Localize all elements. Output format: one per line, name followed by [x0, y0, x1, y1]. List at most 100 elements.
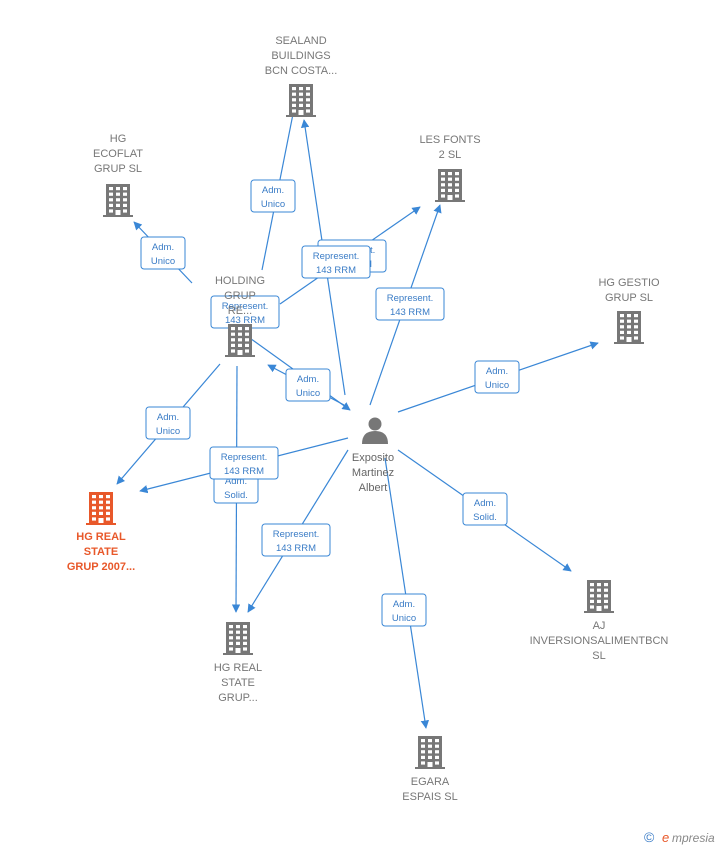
edge-label-text: Represent.: [313, 251, 359, 262]
company-name-line[interactable]: HG REAL: [214, 662, 262, 674]
building-window: [231, 327, 235, 331]
company-name-line[interactable]: HG: [110, 133, 127, 145]
building-window: [92, 517, 96, 521]
footer-brand: © e mpresia: [638, 828, 728, 850]
edge-label[interactable]: Adm.Unico: [474, 360, 520, 394]
building-window: [299, 103, 303, 107]
building-window: [435, 761, 439, 765]
company-name-line[interactable]: LES FONTS: [419, 134, 480, 146]
company-name-line[interactable]: SL: [592, 650, 605, 662]
company-node[interactable]: HOLDING GRUP RE...: [215, 275, 265, 357]
building-icon[interactable]: [614, 311, 644, 344]
building-icon[interactable]: [584, 580, 614, 613]
edge-label-text: 143 RRM: [224, 466, 264, 477]
building-door: [98, 518, 104, 524]
company-name-line[interactable]: GRUP: [224, 290, 256, 302]
person-name-line[interactable]: Exposito: [352, 452, 394, 464]
building-window: [299, 98, 303, 102]
building-window: [229, 630, 233, 634]
company-name-line[interactable]: GRUP...: [218, 692, 258, 704]
building-window: [109, 203, 113, 207]
company-name-line[interactable]: STATE: [84, 546, 118, 558]
edge-label[interactable]: Adm.Unico: [285, 368, 331, 402]
building-window: [292, 98, 296, 102]
building-icon[interactable]: [415, 736, 445, 769]
building-icon[interactable]: [86, 492, 116, 525]
company-name-line[interactable]: GRUP SL: [94, 163, 142, 175]
building-window: [634, 336, 638, 340]
edge-label[interactable]: Represent.143 RRM: [261, 523, 331, 557]
company-name-line[interactable]: BUILDINGS: [271, 50, 330, 62]
company-node[interactable]: LES FONTS 2 SL: [419, 134, 481, 202]
company-node[interactable]: SEALAND BUILDINGS BCN COSTA...: [265, 35, 338, 117]
company-name-line[interactable]: STATE: [221, 677, 255, 689]
brand-name: mpresia: [672, 831, 715, 845]
building-window: [627, 319, 631, 323]
person-name-line[interactable]: Albert: [359, 482, 388, 494]
building-base: [435, 200, 465, 202]
edge-label[interactable]: Adm. Solid.: [462, 492, 508, 526]
building-window: [421, 755, 425, 759]
building-base: [614, 342, 644, 344]
company-name-line[interactable]: ESPAIS SL: [402, 791, 457, 803]
building-window: [604, 605, 608, 609]
person-name-line[interactable]: Martinez: [352, 467, 394, 479]
building-window: [106, 495, 110, 499]
edge-label[interactable]: Represent.143 RRM: [301, 245, 371, 279]
edge-label[interactable]: Adm.Unico: [381, 593, 427, 627]
company-name-line[interactable]: INVERSIONSALIMENTBCN: [530, 635, 669, 647]
company-name-line[interactable]: GRUP 2007...: [67, 561, 135, 573]
company-node[interactable]: HG ECOFLAT GRUP SL: [93, 133, 143, 217]
company-node[interactable]: EGARA ESPAIS SL: [402, 736, 458, 803]
company-name-line[interactable]: HOLDING: [215, 275, 265, 287]
edge-label-text: Unico: [296, 388, 320, 399]
building-window: [421, 744, 425, 748]
building-window: [106, 517, 110, 521]
company-name-line[interactable]: RE...: [228, 305, 252, 317]
building-window: [245, 332, 249, 336]
company-node[interactable]: HG REAL STATE GRUP...: [214, 622, 262, 704]
building-window: [92, 506, 96, 510]
building-icon[interactable]: [223, 622, 253, 655]
building-window: [236, 641, 240, 645]
edge-label[interactable]: Adm.Unico: [140, 236, 186, 270]
company-name-line[interactable]: AJ: [593, 620, 606, 632]
edge-label-text: Represent.: [222, 301, 268, 312]
company-name-line[interactable]: HG REAL: [76, 531, 126, 543]
company-name-line[interactable]: HG GESTIO: [598, 277, 660, 289]
company-name-line[interactable]: SEALAND: [275, 35, 326, 47]
edge-label-text: Adm.: [486, 366, 508, 377]
edge-label[interactable]: Adm.Unico: [250, 179, 296, 213]
company-name-line[interactable]: EGARA: [411, 776, 450, 788]
edge-label-text: Solid.: [473, 512, 497, 523]
company-node[interactable]: HG GESTIO GRUP SL: [598, 277, 660, 344]
building-icon[interactable]: [435, 169, 465, 202]
edge-label-box: [381, 593, 427, 627]
company-name-line[interactable]: BCN COSTA...: [265, 65, 338, 77]
building-window: [590, 583, 594, 587]
building-window: [604, 594, 608, 598]
company-node[interactable]: AJ INVERSIONSALIMENTBCN SL: [530, 580, 669, 662]
edge-label-text: Adm.: [474, 498, 496, 509]
company-name-line[interactable]: ECOFLAT: [93, 148, 143, 160]
building-window: [106, 500, 110, 504]
building-door: [235, 648, 241, 654]
company-node[interactable]: HG REAL STATE GRUP 2007...: [67, 492, 135, 573]
building-window: [106, 511, 110, 515]
edge-label[interactable]: Adm.Unico: [145, 406, 191, 440]
building-icon[interactable]: [286, 84, 316, 117]
building-window: [455, 177, 459, 181]
building-window: [231, 338, 235, 342]
building-window: [92, 511, 96, 515]
building-window: [441, 194, 445, 198]
building-icon[interactable]: [225, 324, 255, 357]
relation-edge: [384, 457, 430, 729]
building-window: [306, 98, 310, 102]
building-icon[interactable]: [103, 184, 133, 217]
company-name-line[interactable]: 2 SL: [439, 149, 462, 161]
company-name-line[interactable]: GRUP SL: [605, 292, 653, 304]
edge-label[interactable]: Represent.143 RRM: [375, 287, 445, 321]
edge-label[interactable]: Represent.143 RRM: [209, 446, 279, 480]
